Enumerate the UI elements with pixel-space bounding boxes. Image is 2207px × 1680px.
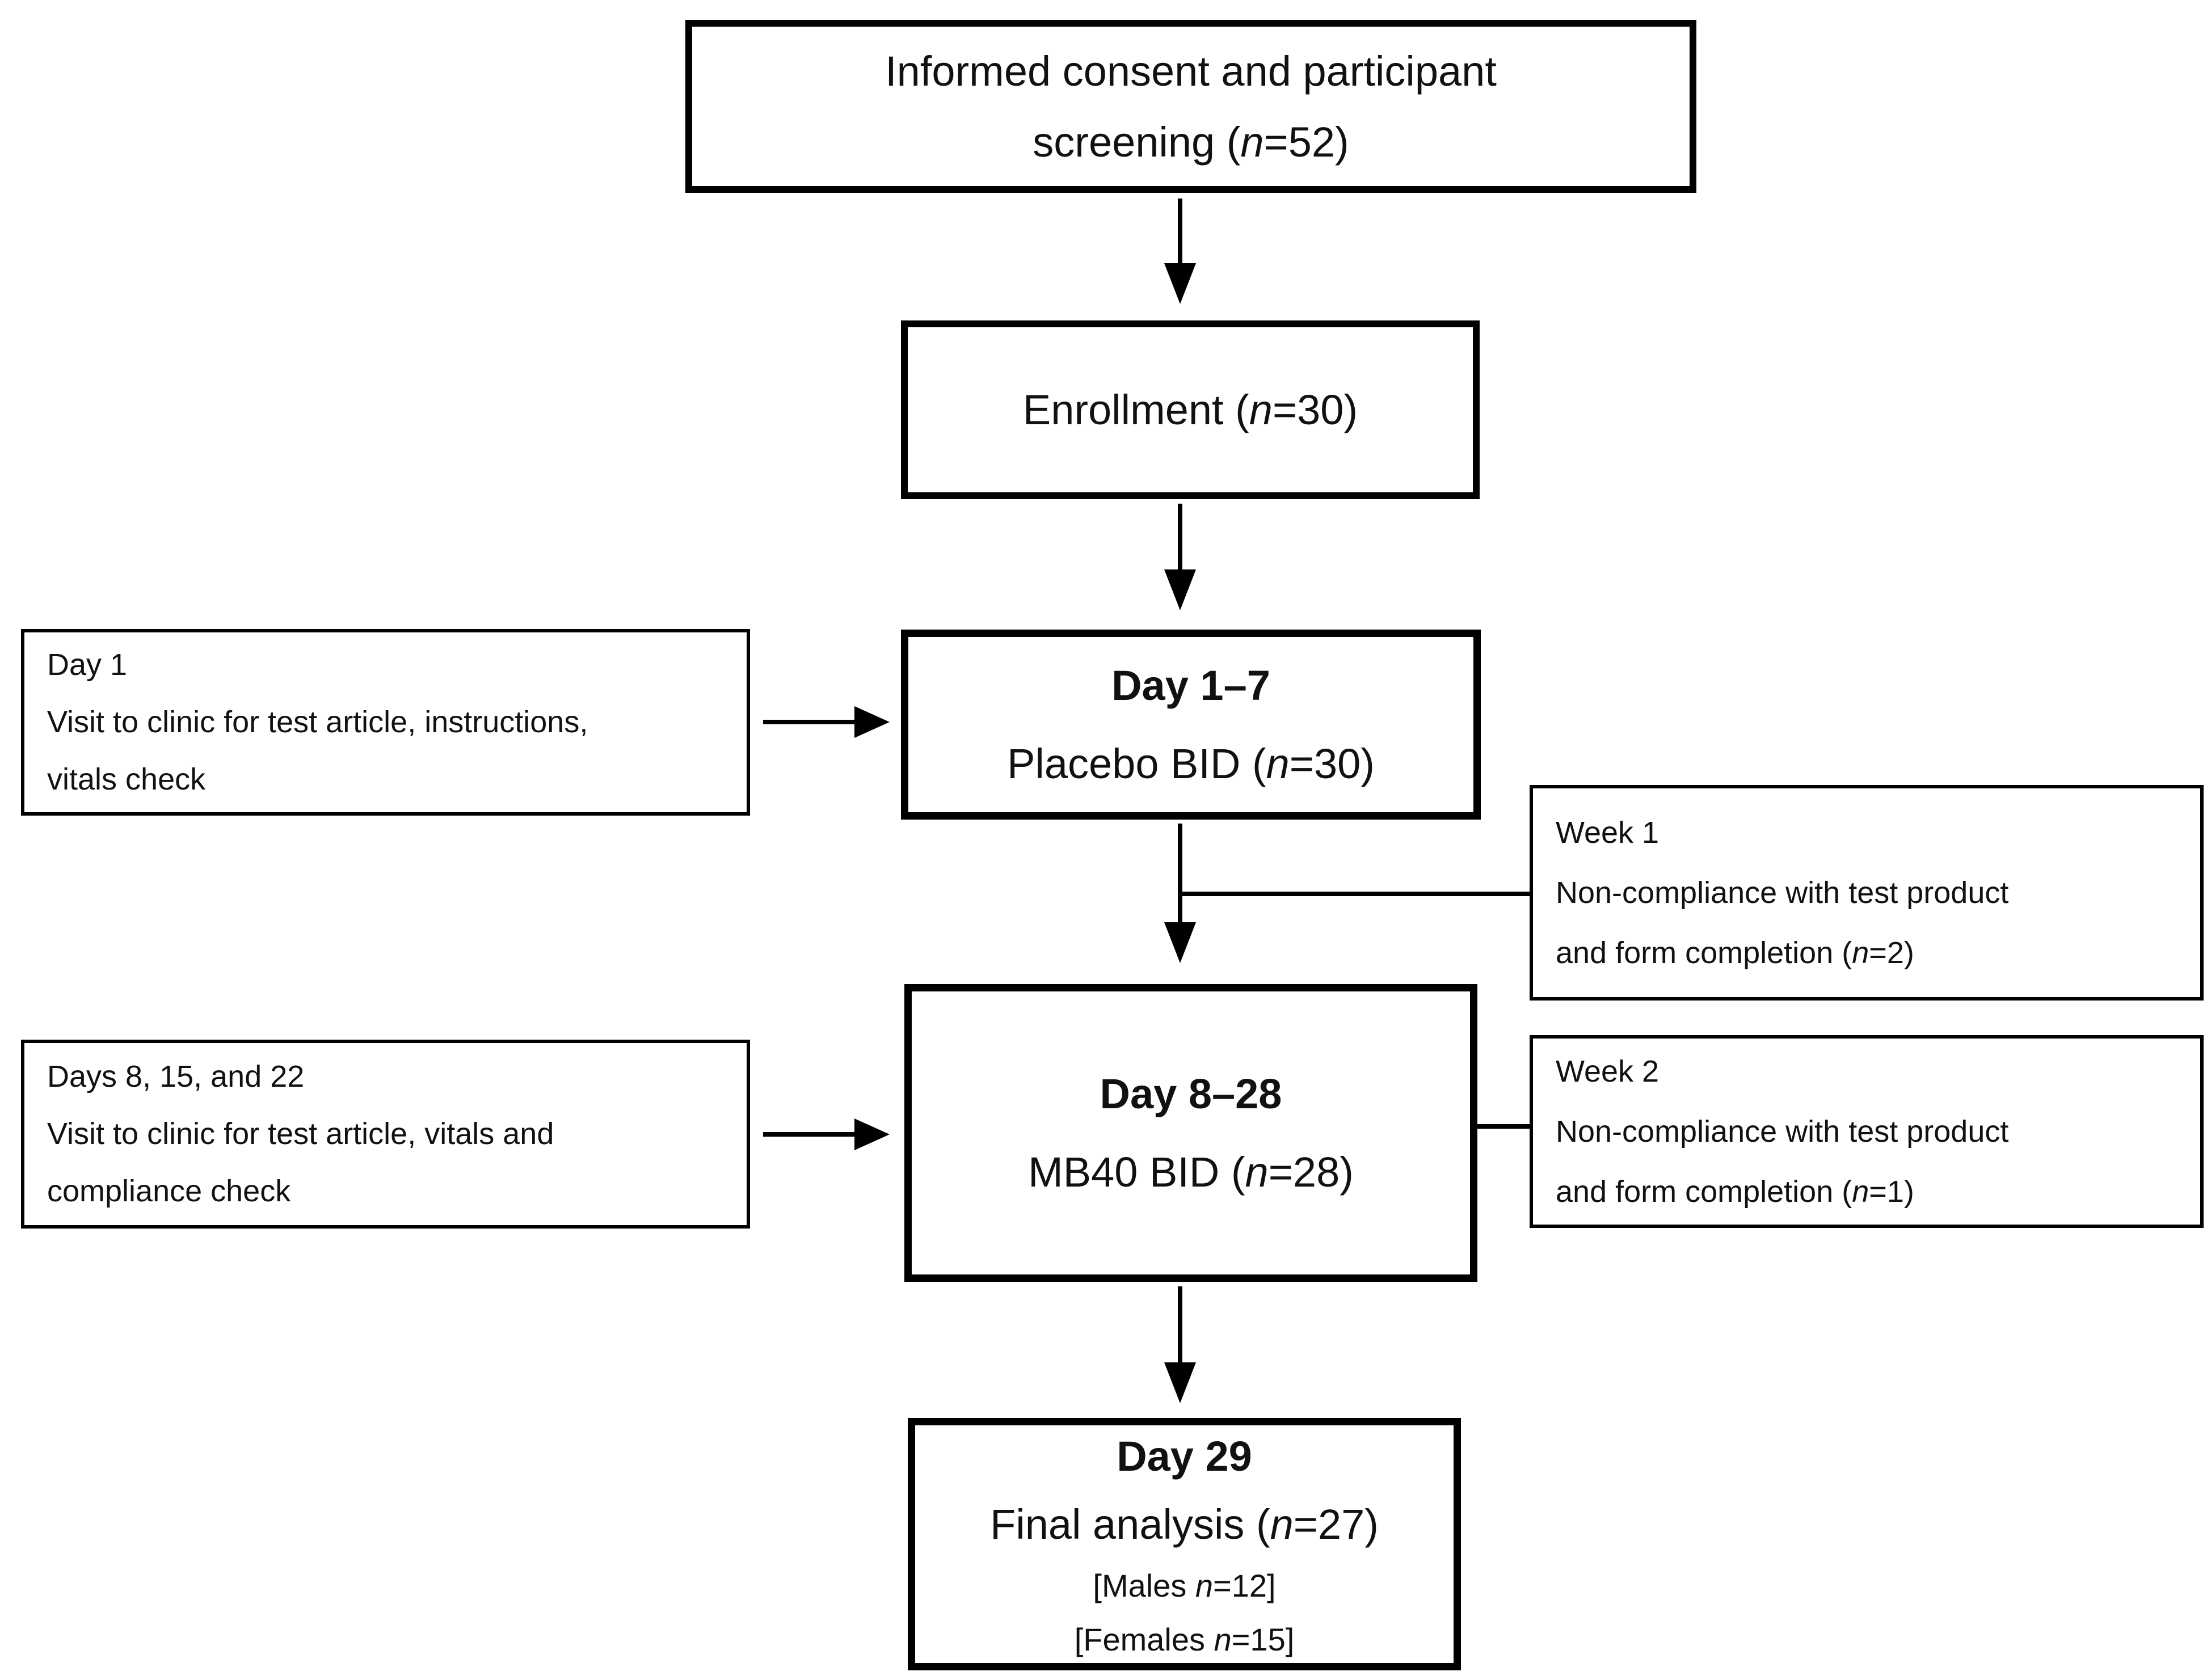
text-line: compliance check	[47, 1174, 291, 1208]
text-line: Day 1–7	[1111, 661, 1270, 709]
arrowhead-down-icon	[1164, 922, 1196, 963]
text-line: [Males n=12]	[1093, 1567, 1276, 1603]
text-line: Week 2	[1556, 1054, 1660, 1088]
text-line: vitals check	[47, 762, 206, 796]
text-line: Day 1	[47, 648, 128, 682]
day1-note-arrow-line	[763, 720, 857, 724]
week2-connector-line	[1475, 1124, 1532, 1129]
days8-15-22-visit-note-box: Days 8, 15, and 22 Visit to clinic for te…	[21, 1040, 750, 1229]
enrollment-box: Enrollment (n=30)	[901, 320, 1480, 499]
text-line: MB40 BID (n=28)	[1028, 1148, 1354, 1196]
text-line: [Females n=15]	[1074, 1621, 1295, 1657]
day8-28-to-day29-arrow-line	[1178, 1286, 1182, 1366]
text-line: Non-compliance with test product	[1556, 876, 2009, 910]
arrowhead-down-icon	[1164, 263, 1196, 304]
text-line: and form completion (n=1)	[1556, 1175, 1914, 1209]
day29-box: Day 29 Final analysis (n=27) [Males n=12] […	[908, 1418, 1461, 1670]
arrowhead-right-icon	[854, 1118, 890, 1150]
week2-dropout-box: Week 2 Non-compliance with test product an…	[1530, 1035, 2204, 1228]
week1-branch-line	[1178, 892, 1530, 896]
day1-7-to-day8-28-arrow-line	[1178, 824, 1182, 926]
text-line: Visit to clinic for test article, vitals…	[47, 1117, 554, 1151]
text-line: Enrollment (n=30)	[1022, 386, 1358, 433]
text-line: Day 29	[1117, 1432, 1252, 1480]
text-line: Informed consent and participant	[885, 47, 1497, 95]
text-line: Visit to clinic for test article, instru…	[47, 705, 588, 739]
arrowhead-right-icon	[854, 706, 890, 738]
screening-to-enrollment-arrow-line	[1178, 199, 1182, 267]
text-line: Non-compliance with test product	[1556, 1115, 2009, 1149]
text-line: Placebo BID (n=30)	[1007, 740, 1375, 787]
text-line: Day 8–28	[1100, 1070, 1282, 1117]
text-line: Final analysis (n=27)	[990, 1500, 1379, 1548]
week1-dropout-box: Week 1 Non-compliance with test product an…	[1530, 785, 2204, 1001]
text-line: screening (n=52)	[1033, 118, 1349, 166]
arrowhead-down-icon	[1164, 569, 1196, 610]
text-line: and form completion (n=2)	[1556, 936, 1914, 970]
enrollment-to-day1-7-arrow-line	[1178, 504, 1182, 572]
screening-box: Informed consent and participant screenin…	[685, 20, 1696, 193]
text-line: Days 8, 15, and 22	[47, 1060, 305, 1094]
arrowhead-down-icon	[1164, 1362, 1196, 1403]
days8-note-arrow-line	[763, 1132, 857, 1137]
text-line: Week 1	[1556, 816, 1660, 850]
day1-visit-note-box: Day 1 Visit to clinic for test article, i…	[21, 629, 750, 816]
